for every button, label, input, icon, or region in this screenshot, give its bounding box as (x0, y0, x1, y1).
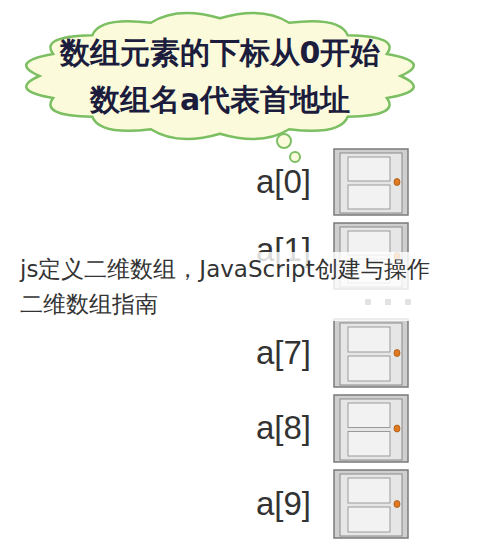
array-element-door: a[7] (333, 318, 409, 388)
door-leaf (340, 153, 402, 213)
door-shape (333, 469, 409, 539)
door-panel (348, 185, 390, 209)
door-knob (394, 425, 400, 432)
callout-text: 数组名a代表首地址 (90, 81, 350, 119)
array-element-door: a[8] (333, 394, 409, 463)
element-label: a[8] (256, 410, 311, 446)
door-leaf (340, 399, 402, 460)
watermark-text: js定义二维数组，JavaScript创建与操作二维数组指南 (16, 252, 446, 321)
callout-cloud: 数组元素的下标从0开始数组名a代表首地址 (10, 2, 430, 150)
door-leaf (340, 474, 402, 536)
door-knob (394, 501, 400, 508)
door-panel (348, 478, 390, 503)
door-frame (334, 470, 408, 538)
element-label: a[0] (256, 164, 311, 200)
thought-bubble (277, 134, 291, 148)
door-panel (348, 157, 390, 181)
door-frame (334, 395, 408, 462)
thought-bubble (290, 152, 300, 162)
door-shape (333, 318, 409, 388)
callout-text: 数组元素的下标从0开始 (60, 34, 381, 72)
door-panel (348, 432, 390, 457)
door-panel (348, 507, 390, 532)
door-leaf (340, 323, 402, 385)
door-frame (334, 149, 408, 215)
door-shape (333, 394, 409, 463)
door-panel (348, 356, 390, 381)
door-shape (333, 148, 409, 216)
door-knob (394, 179, 400, 186)
door-knob (394, 350, 400, 357)
door-frame (334, 319, 408, 387)
door-panel (348, 327, 390, 352)
element-label: a[7] (256, 335, 311, 371)
array-element-door: a[0] (333, 148, 409, 216)
array-element-door: a[9] (333, 469, 409, 539)
cloud-outline (10, 2, 430, 150)
cloud-outline (26, 13, 414, 139)
element-label: a[9] (256, 486, 311, 522)
door-panel (348, 403, 390, 428)
